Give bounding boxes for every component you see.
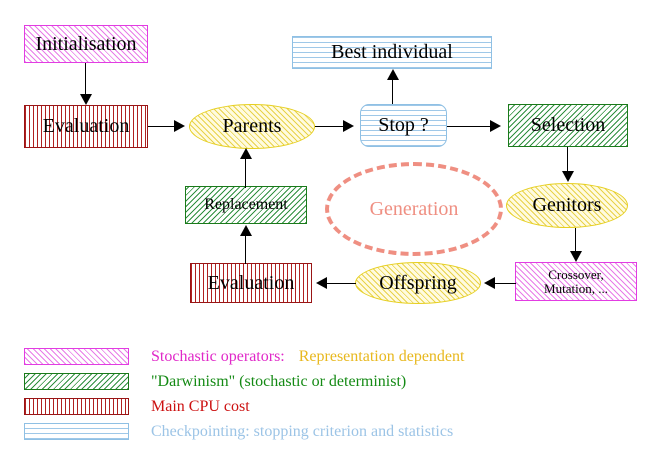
edge-stop-to-best-individual: [392, 78, 394, 104]
node-stop-label: Stop ?: [378, 114, 429, 136]
legend-swatch-magenta-diagonal: [24, 348, 129, 365]
node-parents[interactable]: Parents: [189, 104, 315, 149]
node-genitors[interactable]: Genitors: [506, 183, 628, 228]
edge-evaluation-to-replacement: [245, 234, 247, 264]
generation-cycle-annotation: Generation: [325, 162, 503, 256]
node-crossover-label-line1: Crossover,: [548, 266, 604, 282]
legend-row-checkpointing: Checkpointing: stopping criterion and st…: [24, 419, 644, 444]
arrowhead-stop-to-selection: [490, 120, 501, 132]
edge-selection-to-genitors: [567, 147, 569, 174]
node-initialisation-label: Initialisation: [35, 32, 137, 55]
node-offspring-label: Offspring: [379, 271, 457, 294]
legend-swatch-red-vertical: [24, 398, 129, 415]
edge-parents-to-stop: [315, 126, 345, 128]
legend-text-checkpointing: Checkpointing: stopping criterion and st…: [151, 422, 454, 440]
legend-swatch-green-diagonal: [24, 373, 129, 390]
arrowhead-offspring-to-evaluation: [316, 277, 327, 289]
legend-text-darwinism: "Darwinism" (stochastic or determinist): [151, 372, 407, 390]
edge-genitors-to-crossover: [575, 228, 577, 254]
legend-label-stochastic-operators: Stochastic operators: Representation dep…: [151, 348, 464, 366]
legend-text-main-cpu-cost: Main CPU cost: [151, 397, 250, 415]
arrowhead-parents-to-stop: [343, 120, 354, 132]
node-evaluation-top[interactable]: Evaluation: [24, 105, 148, 148]
edge-replacement-to-parents: [245, 158, 247, 188]
legend-row-main-cpu-cost: Main CPU cost: [24, 394, 644, 419]
arrowhead-crossover-to-offspring: [484, 277, 495, 289]
legend-text-representation-dependent: Representation dependent: [298, 347, 465, 365]
arrowhead-replacement-to-parents: [240, 148, 252, 159]
legend-swatch-blue-horizontal: [24, 423, 129, 440]
node-best-individual[interactable]: Best individual: [292, 36, 492, 69]
node-offspring[interactable]: Offspring: [355, 262, 481, 304]
node-replacement-label: Replacement: [204, 195, 288, 213]
node-evaluation-bottom-label: Evaluation: [207, 271, 295, 294]
edge-stop-to-selection: [447, 126, 493, 128]
node-evaluation-top-label: Evaluation: [42, 115, 130, 137]
node-genitors-label: Genitors: [532, 194, 602, 216]
legend-row-darwinism: "Darwinism" (stochastic or determinist): [24, 369, 644, 394]
node-crossover-mutation[interactable]: Crossover, Mutation, ...: [515, 262, 637, 301]
arrowhead-evaluation-to-parents: [174, 120, 185, 132]
node-initialisation[interactable]: Initialisation: [24, 25, 148, 63]
arrowhead-initialisation-to-evaluation: [80, 94, 92, 105]
arrowhead-selection-to-genitors: [562, 171, 574, 182]
node-stop[interactable]: Stop ?: [360, 104, 447, 147]
node-selection-label: Selection: [530, 114, 606, 136]
legend: Stochastic operators: Representation dep…: [24, 344, 644, 444]
node-selection[interactable]: Selection: [508, 104, 628, 147]
node-crossover-label-line2: Mutation, ...: [544, 280, 608, 296]
node-parents-label: Parents: [222, 115, 282, 137]
generation-label: Generation: [369, 197, 459, 220]
edge-offspring-to-evaluation: [324, 283, 356, 285]
edge-crossover-to-offspring: [492, 283, 516, 285]
node-replacement[interactable]: Replacement: [185, 186, 307, 224]
edge-initialisation-to-evaluation: [85, 63, 87, 97]
legend-row-stochastic-operators: Stochastic operators: Representation dep…: [24, 344, 644, 369]
arrowhead-stop-to-best-individual: [387, 69, 399, 80]
edge-evaluation-to-parents: [148, 126, 176, 128]
node-best-individual-label: Best individual: [331, 41, 453, 63]
arrowhead-genitors-to-crossover: [570, 251, 582, 262]
arrowhead-evaluation-to-replacement: [240, 225, 252, 236]
node-evaluation-bottom[interactable]: Evaluation: [190, 263, 312, 303]
legend-text-stochastic-operators: Stochastic operators:: [151, 347, 285, 365]
